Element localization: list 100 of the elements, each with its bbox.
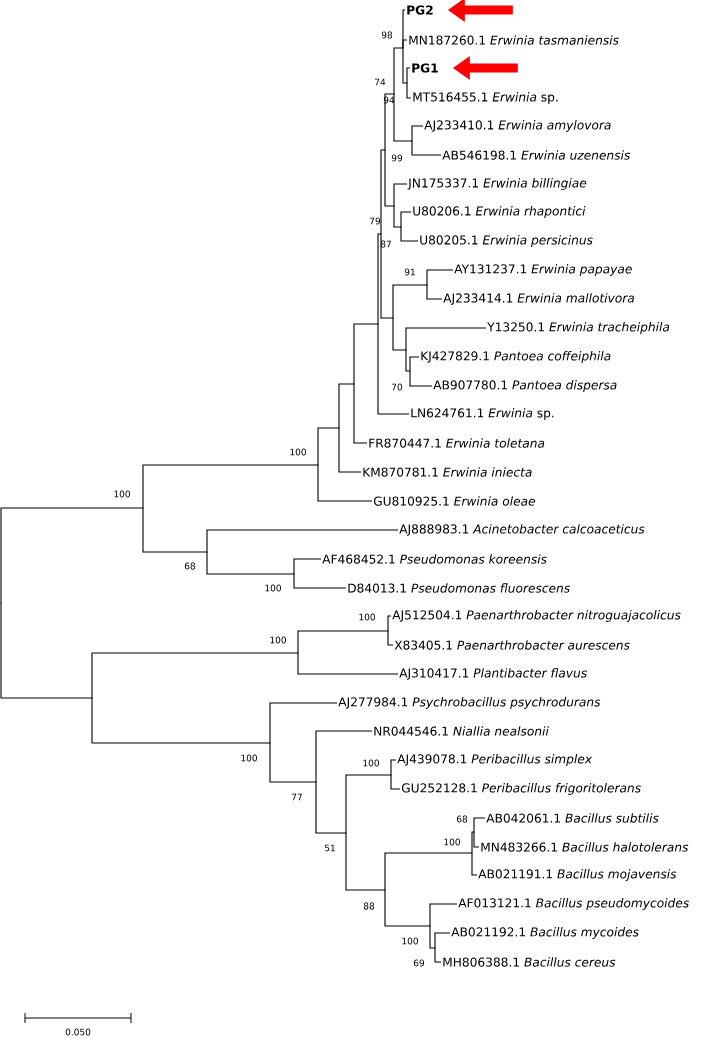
branch-line — [317, 427, 340, 466]
bootstrap-value: 51 — [324, 844, 335, 852]
taxon-label: KM870781.1 Erwinia iniecta — [363, 467, 532, 477]
bootstrap-value: 88 — [363, 902, 375, 910]
branch-line — [392, 317, 407, 351]
branch-line — [377, 323, 410, 415]
branch-line — [384, 93, 395, 151]
taxon-label: AF013121.1 Bacillus pseudomycoides — [458, 898, 689, 910]
branch-line — [411, 125, 424, 142]
branch-line — [393, 93, 413, 142]
scale-label: 0.050 — [65, 1028, 91, 1036]
branch-line — [392, 284, 428, 319]
bootstrap-value: 68 — [456, 815, 468, 823]
taxon-label: LN624761.1 Erwinia sp. — [411, 408, 554, 420]
branch-line — [345, 774, 392, 834]
bootstrap-value: 100 — [241, 754, 257, 762]
branch-line — [473, 831, 480, 848]
branch-line — [434, 932, 451, 949]
branch-line — [206, 529, 399, 553]
branch-line — [338, 383, 355, 429]
taxon-label: AB021191.1 Bacillus mojavensis — [478, 869, 677, 881]
branch-line — [426, 284, 443, 300]
taxon-label: D84013.1 Pseudomonas fluorescens — [348, 583, 570, 593]
branch-line — [384, 149, 395, 207]
branch-line — [406, 82, 412, 99]
bootstrap-value: 100 — [359, 613, 375, 621]
branch-line — [315, 781, 347, 834]
branch-line — [400, 211, 412, 228]
branch-line — [411, 140, 442, 156]
branch-line — [91, 697, 271, 744]
branch-line — [338, 427, 362, 473]
branch-line — [353, 383, 368, 444]
branch-line — [393, 205, 402, 228]
taxon-label: JN175337.1 Erwinia billingiae — [407, 178, 587, 190]
bootstrap-value: 87 — [380, 240, 391, 248]
taxon-label: AJ512504.1 Paenarthrobacter nitroguajacolicus — [392, 610, 681, 622]
bootstrap-value: 77 — [292, 793, 302, 801]
taxon-label: AB042061.1 Bacillus subtilis — [486, 813, 659, 823]
branch-line — [293, 558, 322, 575]
branch-line — [345, 832, 386, 891]
branch-line — [142, 464, 319, 509]
branch-line — [390, 774, 401, 790]
branch-line — [406, 67, 411, 84]
branch-line — [471, 831, 475, 854]
branch-line — [473, 817, 486, 833]
bootstrap-value: 100 — [290, 448, 306, 456]
taxon-label: FR870447.1 Erwinia toletana — [369, 438, 545, 448]
taxon-label: Y13250.1 Erwinia tracheiphila — [487, 322, 670, 334]
taxon-label: AY131237.1 Erwinia papayae — [454, 264, 632, 276]
branch-line — [380, 149, 386, 235]
taxon-label: GU810925.1 Erwinia oleae — [373, 496, 536, 506]
branch-line — [393, 183, 408, 207]
branch-line — [409, 370, 433, 387]
branch-line — [429, 903, 458, 927]
branch-line — [390, 759, 397, 776]
branch-line — [387, 615, 392, 632]
branch-line — [400, 226, 419, 242]
branch-line — [405, 327, 487, 351]
branch-line — [426, 269, 454, 286]
branch-line — [384, 889, 431, 927]
taxon-label: MN483266.1 Bacillus halotolerans — [481, 842, 689, 852]
branch-line — [405, 349, 411, 372]
branch-line — [91, 652, 299, 699]
taxon-label: U80205.1 Erwinia persicinus — [420, 235, 593, 247]
taxon-label: AJ277984.1 Psychrobacillus psychrodurans — [338, 697, 601, 709]
taxon-label: PG1 — [412, 63, 438, 73]
branch-line — [317, 464, 373, 502]
branch-line — [142, 507, 208, 553]
branch-line — [429, 925, 436, 949]
taxon-label: AB021192.1 Bacillus mycoides — [451, 927, 639, 939]
taxon-label: MT516455.1 Erwinia sp. — [413, 92, 558, 104]
taxon-label: PG2 — [407, 5, 433, 15]
bootstrap-value: 98 — [381, 31, 393, 39]
branch-line — [402, 47, 408, 84]
taxon-label: AF468452.1 Pseudomonas koreensis — [322, 554, 547, 564]
branch-line — [402, 39, 408, 49]
branch-line — [434, 947, 442, 963]
bootstrap-value: 79 — [370, 217, 381, 225]
taxon-label: AB907780.1 Pantoea dispersa — [433, 380, 617, 392]
branch-line — [471, 852, 478, 876]
bootstrap-value: 100 — [402, 937, 418, 945]
bootstrap-value: 69 — [413, 959, 425, 967]
branch-line — [0, 602, 93, 699]
taxon-label: AJ888983.1 Acinetobacter calcoaceticus — [399, 524, 645, 536]
taxon-label: AJ310417.1 Plantibacter flavus — [399, 668, 587, 680]
taxon-label: AJ233414.1 Erwinia mallotivora — [443, 293, 634, 305]
bootstrap-value: 68 — [184, 562, 196, 570]
branch-line — [377, 233, 382, 325]
branch-line — [353, 323, 379, 385]
branch-line — [293, 573, 347, 589]
branch-line — [297, 630, 389, 654]
branch-line — [269, 702, 338, 744]
branch-line — [409, 356, 420, 372]
branch-line — [206, 551, 295, 575]
bootstrap-value: 100 — [363, 759, 379, 767]
taxon-label: AJ233410.1 Erwinia amylovora — [424, 120, 611, 132]
taxon-label: MN187260.1 Erwinia tasmaniensis — [409, 35, 619, 45]
taxon-label: AJ439078.1 Peribacillus simplex — [397, 754, 593, 766]
taxon-label: X83405.1 Paenarthrobacter aurescens — [394, 640, 630, 650]
bootstrap-value: 74 — [375, 78, 386, 86]
